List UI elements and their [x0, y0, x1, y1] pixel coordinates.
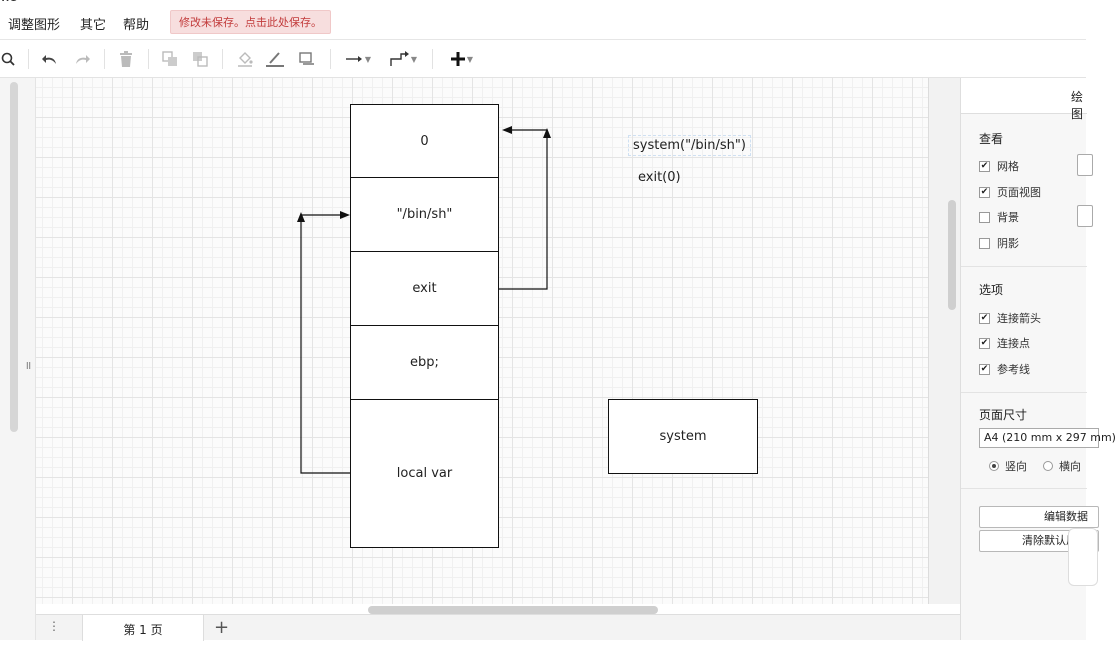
sidebar-scrollbar[interactable]	[10, 82, 18, 432]
undo-icon[interactable]	[40, 48, 60, 70]
checkbox-background[interactable]: 背景	[979, 209, 1019, 225]
toolbar-divider	[432, 49, 433, 69]
system-box[interactable]: system	[608, 399, 758, 474]
radio-landscape-dot[interactable]	[1043, 461, 1053, 471]
zoom-icon[interactable]	[0, 48, 16, 70]
shapes-sidebar-collapsed	[0, 78, 36, 640]
chevron-down-icon: ▼	[364, 54, 372, 64]
stack-cell-binsh[interactable]: "/bin/sh"	[350, 177, 499, 252]
redo-icon[interactable]	[72, 48, 92, 70]
checkbox-shadow-box[interactable]	[979, 237, 990, 249]
checkbox-background-label: 背景	[997, 211, 1019, 224]
app-title: ws	[0, 0, 17, 5]
background-color-button[interactable]	[1077, 205, 1093, 227]
delete-icon[interactable]	[116, 48, 136, 70]
tab-diagram-label: 绘图	[1071, 90, 1084, 121]
page-tab-bar: ⋮ 第 1 页 +	[36, 614, 960, 641]
checkbox-connection-arrows-label: 连接箭头	[997, 312, 1041, 325]
toolbar-divider	[28, 49, 29, 69]
menu-extras[interactable]: 其它	[80, 18, 107, 33]
checkbox-connection-points-box[interactable]: ✔	[979, 337, 990, 349]
stack-cell-exit[interactable]: exit	[350, 251, 499, 326]
text-system-call[interactable]: system("/bin/sh")	[628, 135, 751, 156]
checkbox-guides[interactable]: ✔ 参考线	[979, 361, 1030, 377]
text-exit-call[interactable]: exit(0)	[638, 170, 681, 185]
checkbox-guides-box[interactable]: ✔	[979, 363, 990, 375]
page-margin	[928, 78, 960, 604]
floating-popup	[1068, 528, 1098, 586]
waypoints-icon[interactable]: ▼	[384, 48, 422, 70]
stack-cell-ebp[interactable]: ebp;	[350, 325, 499, 400]
page-size-select[interactable]: A4 (210 mm x 297 mm)	[979, 428, 1116, 448]
checkbox-page-view-label: 页面视图	[997, 186, 1041, 199]
checkbox-connection-arrows[interactable]: ✔ 连接箭头	[979, 310, 1041, 326]
fill-color-icon[interactable]	[234, 48, 256, 70]
chevron-down-icon: ▼	[410, 54, 418, 64]
connector-arrowhead-binsh	[340, 211, 350, 219]
connectors-layer	[297, 126, 551, 474]
menu-bar: ws 调整图形 其它 帮助 修改未保存。点击此处保存。	[0, 0, 1086, 40]
sidebar-resize-handle[interactable]: ll	[26, 362, 32, 372]
section-title-options: 选项	[979, 283, 1004, 297]
insert-icon[interactable]: ▼	[444, 48, 480, 70]
page-area[interactable]: 0 "/bin/sh" exit ebp; local var system("…	[36, 78, 928, 604]
checkbox-shadow[interactable]: 阴影	[979, 235, 1019, 251]
to-front-icon[interactable]	[160, 48, 180, 70]
connection-icon[interactable]: ▼	[340, 48, 376, 70]
checkbox-connection-points-label: 连接点	[997, 337, 1030, 350]
checkbox-page-view[interactable]: ✔ 页面视图	[979, 184, 1041, 200]
edit-data-button[interactable]: 编辑数据	[979, 506, 1099, 528]
chevron-down-icon: ▼	[466, 54, 474, 64]
connector-arrowhead-up-right	[543, 128, 551, 138]
toolbar: ▼ ▼ ▼	[0, 40, 1086, 78]
stack-cell-local-var[interactable]: local var	[350, 399, 499, 548]
radio-portrait-dot[interactable]	[989, 461, 999, 471]
checkbox-shadow-label: 阴影	[997, 237, 1019, 250]
page-menu-icon[interactable]: ⋮	[48, 619, 60, 633]
checkbox-connection-points[interactable]: ✔ 连接点	[979, 335, 1030, 351]
toolbar-divider	[104, 49, 105, 69]
canvas-horizontal-scrollbar[interactable]	[368, 606, 658, 614]
checkbox-connection-arrows-box[interactable]: ✔	[979, 312, 990, 324]
section-title-view: 查看	[979, 132, 1004, 146]
connector-arrowhead-up-left	[297, 212, 305, 222]
checkbox-grid-box[interactable]: ✔	[979, 160, 990, 172]
checkbox-guides-label: 参考线	[997, 363, 1030, 376]
section-divider	[961, 266, 1087, 267]
tab-page-1[interactable]: 第 1 页	[82, 615, 204, 641]
section-title-page-size: 页面尺寸	[979, 408, 1028, 422]
radio-landscape-label: 横向	[1059, 460, 1081, 473]
unsaved-changes-notice[interactable]: 修改未保存。点击此处保存。	[170, 10, 331, 34]
tab-diagram[interactable]: 绘图	[961, 78, 1087, 121]
checkbox-background-box[interactable]	[979, 211, 990, 223]
stack-cell-zero[interactable]: 0	[350, 104, 499, 178]
menu-help[interactable]: 帮助	[123, 18, 150, 33]
add-page-icon[interactable]: +	[214, 617, 230, 638]
canvas-vertical-scrollbar[interactable]	[948, 200, 956, 310]
radio-portrait[interactable]: 竖向	[989, 458, 1027, 474]
line-color-icon[interactable]	[264, 48, 286, 70]
section-divider	[961, 392, 1087, 393]
radio-portrait-label: 竖向	[1005, 460, 1027, 473]
to-back-icon[interactable]	[190, 48, 210, 70]
radio-landscape[interactable]: 横向	[1043, 458, 1081, 474]
section-divider	[961, 488, 1087, 489]
toolbar-divider	[148, 49, 149, 69]
toolbar-divider	[330, 49, 331, 69]
toolbar-divider	[222, 49, 223, 69]
connector-localvar-to-binsh	[300, 214, 350, 474]
checkbox-grid-label: 网格	[997, 160, 1019, 173]
checkbox-grid[interactable]: ✔ 网格	[979, 158, 1019, 174]
shadow-icon[interactable]	[296, 48, 318, 70]
drawing-canvas[interactable]: 0 "/bin/sh" exit ebp; local var system("…	[36, 78, 960, 604]
connector-exit-to-zero	[499, 129, 548, 290]
grid-size-input[interactable]	[1077, 154, 1093, 176]
checkbox-page-view-box[interactable]: ✔	[979, 186, 990, 198]
connector-arrowhead-zero	[502, 126, 512, 134]
menu-arrange[interactable]: 调整图形	[8, 18, 61, 33]
